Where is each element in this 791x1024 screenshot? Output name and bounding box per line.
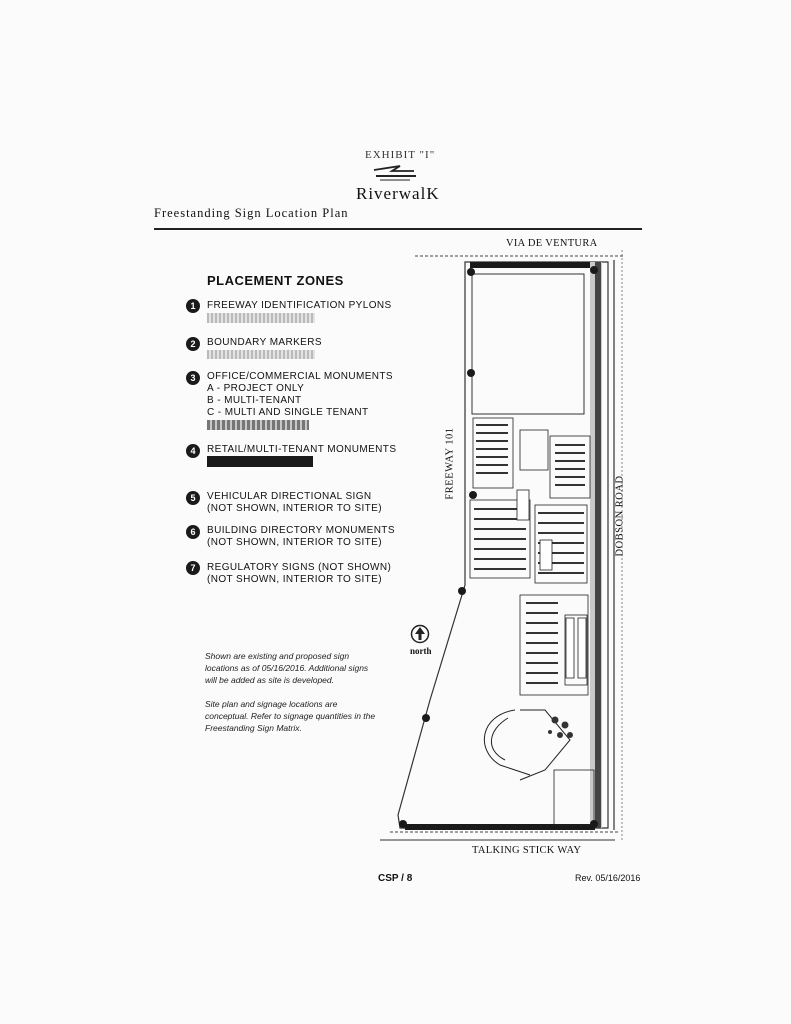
zone-number-badge: 5 [186,491,200,505]
zone-label: BUILDING DIRECTORY MONUMENTS [207,525,395,536]
zone-number-badge: 3 [186,371,200,385]
zone-label: VEHICULAR DIRECTIONAL SIGN [207,491,372,502]
street-label-top: VIA DE VENTURA [506,238,598,249]
brand-name: RiverwalK [356,184,440,203]
zone-sublabel: (NOT SHOWN, INTERIOR TO SITE) [207,537,382,548]
riverwalk-logo-icon [373,165,416,181]
page-number: CSP / 8 [378,873,413,884]
redacted-sample [207,350,315,359]
zone-sublabel: (NOT SHOWN, INTERIOR TO SITE) [207,503,382,514]
site-plan-map [380,250,625,841]
zone3-item-c: C - MULTI AND SINGLE TENANT [207,407,369,418]
zone-label: BOUNDARY MARKERS [207,337,322,348]
zone-label: OFFICE/COMMERCIAL MONUMENTS [207,371,393,382]
zone-number-badge: 4 [186,444,200,458]
legend-title: PLACEMENT ZONES [207,273,344,288]
north-label: north [410,646,432,656]
zone3-item-b: B - MULTI-TENANT [207,395,302,406]
street-label-right: DOBSON ROAD [614,475,626,557]
zone-number-badge: 1 [186,299,200,313]
revision-date: Rev. 05/16/2016 [575,873,641,883]
zone-sublabel: (NOT SHOWN, INTERIOR TO SITE) [207,574,382,585]
zone-number-badge: 7 [186,561,200,575]
street-label-bottom: TALKING STICK WAY [472,845,582,856]
note-existing-signs: Shown are existing and proposed sign loc… [205,651,369,685]
redacted-sample [207,313,315,323]
exhibit-label: EXHIBIT "I" [365,149,436,161]
zone3-item-a: A - PROJECT ONLY [207,383,305,394]
redacted-sample [207,420,309,430]
redacted-sample [207,456,313,467]
zone-label: FREEWAY IDENTIFICATION PYLONS [207,300,392,311]
zone-number-badge: 2 [186,337,200,351]
zone-number-badge: 6 [186,525,200,539]
title-rule [154,228,642,230]
page-title: Freestanding Sign Location Plan [154,206,349,220]
zone-label: REGULATORY SIGNS (NOT SHOWN) [207,562,392,573]
note-conceptual: Site plan and signage locations are conc… [205,699,376,733]
zone-label: RETAIL/MULTI-TENANT MONUMENTS [207,444,397,455]
north-arrow-icon [410,624,430,644]
street-label-left: FREEWAY 101 [444,427,456,500]
